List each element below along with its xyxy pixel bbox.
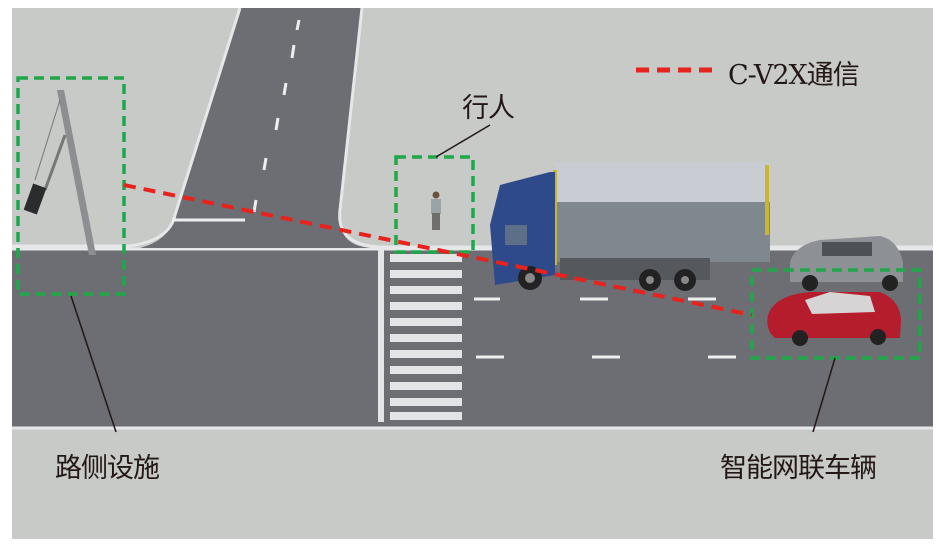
center-lane-dashes	[252, 19, 301, 213]
pedestrian-figure	[431, 191, 441, 230]
traffic-light-pole	[23, 90, 96, 255]
red-car	[767, 292, 901, 346]
roadside-leader	[70, 295, 117, 433]
c-v2x-link	[123, 183, 753, 317]
lane-dashes	[474, 297, 736, 359]
connected-vehicle-label: 智能网联车辆	[720, 453, 877, 484]
roadside-unit-label: 路侧设施	[55, 453, 160, 484]
vehicle-leader	[812, 357, 836, 433]
legend-label: C-V2X通信	[728, 60, 860, 91]
pedestrian-leader	[435, 124, 491, 158]
crosswalk	[378, 250, 462, 422]
traffic-light-icon	[23, 183, 47, 215]
truck	[490, 162, 770, 291]
side-road	[140, 8, 370, 248]
pedestrian-label: 行人	[462, 93, 515, 124]
pedestrian-box	[394, 155, 475, 254]
